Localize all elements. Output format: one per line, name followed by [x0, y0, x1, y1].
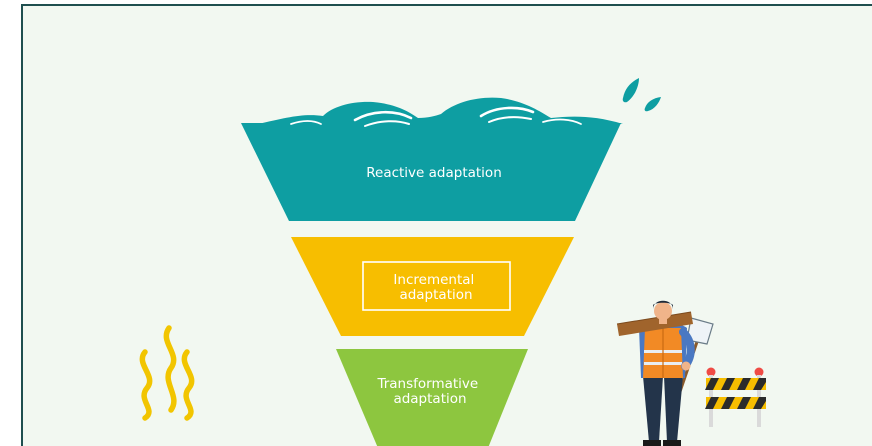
funnel-tier-reactive: Reactive adaptation	[241, 78, 661, 221]
tier-label-reactive: Reactive adaptation	[366, 165, 502, 181]
water-drop	[622, 78, 639, 103]
water-drop	[644, 97, 661, 112]
construction-worker-icon	[616, 300, 714, 446]
adaptation-funnel-diagram: Reactive adaptation Incremental adaptati…	[139, 78, 766, 446]
funnel-tier-incremental: Incremental adaptation	[291, 237, 574, 336]
water-waves	[258, 97, 623, 124]
road-barrier-icon	[705, 367, 766, 427]
tier-label-incremental: Incremental adaptation	[393, 272, 478, 303]
tier-label-box	[362, 261, 511, 311]
funnel-tier-transformative: Transformative adaptation	[336, 349, 528, 446]
heat-waves-icon	[139, 325, 195, 421]
tier-label-transformative: Transformative adaptation	[376, 376, 482, 407]
illustration-frame: Reactive adaptation Incremental adaptati…	[21, 4, 872, 446]
